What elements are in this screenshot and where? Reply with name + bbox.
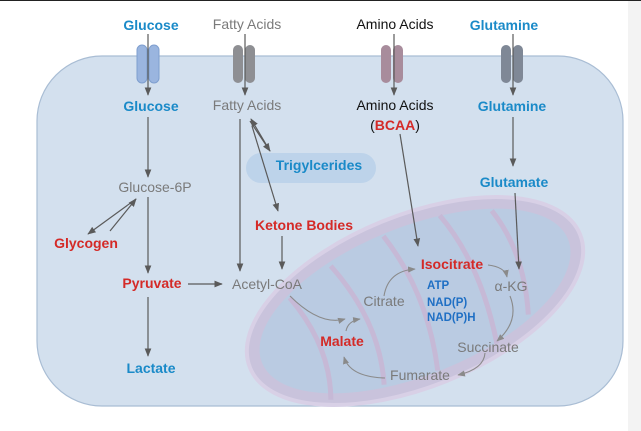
alpha-kg: α-KG — [495, 278, 528, 294]
lactate: Lactate — [126, 360, 175, 376]
trigylcerides: Trigylcerides — [276, 157, 363, 173]
pyruvate: Pyruvate — [122, 275, 181, 291]
outside-amino-acids: Amino Acids — [356, 16, 433, 32]
glutamate: Glutamate — [480, 174, 549, 190]
malate: Malate — [320, 333, 364, 349]
bcaa-label: (BCAA) — [370, 117, 420, 133]
ketone-bodies: Ketone Bodies — [255, 217, 353, 233]
fatty-acid-transporter — [233, 45, 255, 83]
outside-glucose: Glucose — [123, 17, 178, 33]
trigylcerides-bubble — [246, 153, 376, 183]
amino-acid-transporter — [381, 45, 403, 83]
atp: ATP — [427, 280, 449, 292]
glutamine-transporter — [501, 45, 523, 83]
glucose-6p: Glucose-6P — [118, 179, 191, 195]
nadph: NAD(P)H — [427, 312, 476, 324]
nadp: NAD(P) — [427, 297, 467, 309]
outside-glutamine: Glutamine — [470, 17, 539, 33]
fumarate: Fumarate — [390, 367, 450, 383]
amino-acids: Amino Acids — [356, 97, 433, 113]
citrate: Citrate — [363, 293, 404, 309]
acetyl-coa: Acetyl-CoA — [232, 276, 303, 292]
glucose-transporter — [136, 44, 160, 84]
arrows — [87, 34, 522, 379]
right-strip — [628, 1, 641, 431]
glycogen: Glycogen — [54, 235, 118, 251]
transporters — [136, 44, 523, 84]
succinate: Succinate — [457, 339, 519, 355]
glutamine: Glutamine — [478, 98, 547, 114]
outside-fatty-acids: Fatty Acids — [213, 16, 281, 32]
mitochondrion — [244, 195, 586, 407]
isocitrate: Isocitrate — [421, 256, 483, 272]
glucose: Glucose — [123, 98, 178, 114]
fatty-acids: Fatty Acids — [213, 97, 281, 113]
